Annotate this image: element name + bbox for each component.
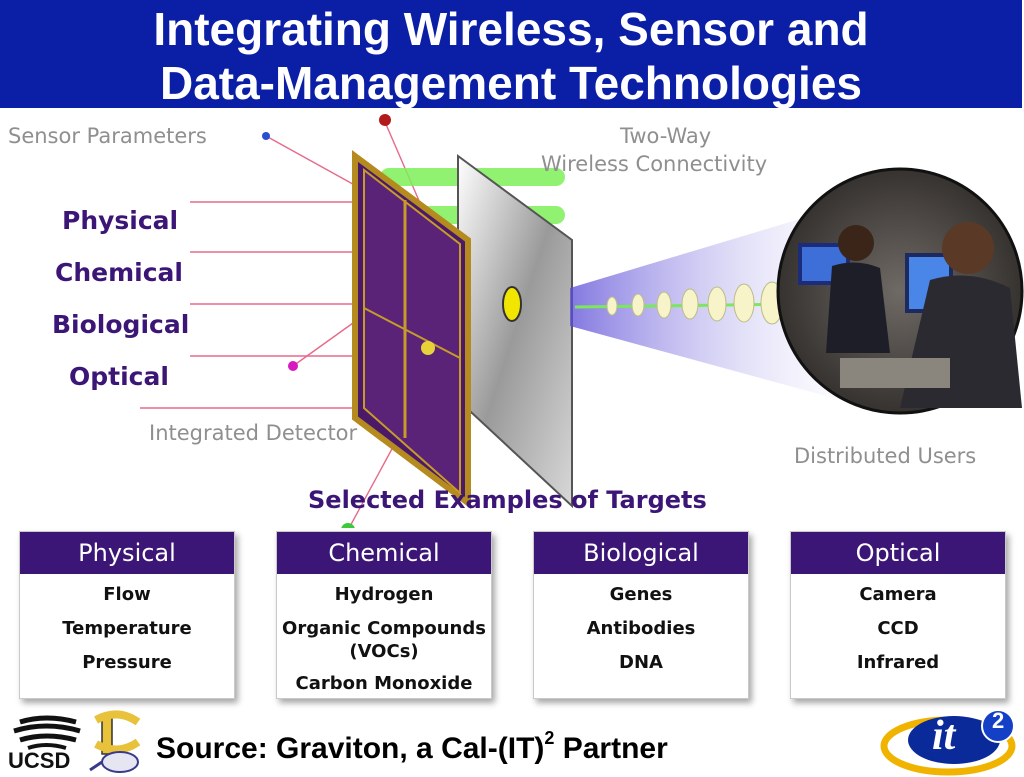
- sensor-parameters-label: Sensor Parameters: [8, 124, 207, 148]
- target-item: CCD: [877, 618, 919, 639]
- target-card-physical: Physical Flow Temperature Pressure: [19, 531, 235, 699]
- slide-title: Integrating Wireless, Sensor and Data-Ma…: [0, 0, 1022, 109]
- source-text: Source: Graviton, a Cal-(IT): [156, 732, 545, 765]
- target-card-biological: Biological Genes Antibodies DNA: [533, 531, 749, 699]
- target-item-list: Flow Temperature Pressure: [20, 574, 234, 680]
- blue-marker-dot: [262, 132, 270, 140]
- target-item: Infrared: [856, 652, 940, 673]
- slide-title-line-2: Data-Management Technologies: [159, 57, 863, 109]
- parameter-biological: Biological: [52, 310, 190, 339]
- red-marker-dot: [379, 114, 391, 126]
- target-card-title: Biological: [534, 532, 748, 574]
- integrated-detector-label: Integrated Detector: [149, 421, 358, 445]
- source-superscript: 2: [544, 728, 555, 748]
- target-item-list: Camera CCD Infrared: [791, 574, 1005, 680]
- target-item-list: Hydrogen Organic Compounds (VOCs) Carbon…: [277, 574, 491, 701]
- distributed-users-photo: [776, 167, 1024, 415]
- target-item-list: Genes Antibodies DNA: [534, 574, 748, 680]
- sensor-diagram: Sensor Parameters Two-Way Wireless Conne…: [0, 108, 1024, 528]
- target-card-title: Optical: [791, 532, 1005, 574]
- target-card-optical: Optical Camera CCD Infrared: [790, 531, 1006, 699]
- magenta-marker-dot: [288, 361, 298, 371]
- source-tail: Partner: [554, 732, 668, 765]
- distributed-users-label: Distributed Users: [794, 444, 977, 468]
- uci-logo: [88, 710, 146, 776]
- parameter-optical: Optical: [69, 362, 169, 391]
- target-item: Genes: [609, 584, 673, 605]
- target-item: Camera: [859, 584, 937, 605]
- two-way-label-line-1: Two-Way: [620, 124, 712, 148]
- two-way-label-line-2: Wireless Connectivity: [541, 152, 768, 176]
- sensor-illustration: [140, 114, 1024, 528]
- ucsd-logo-text: UCSD: [8, 748, 71, 773]
- it2-logo: it 2: [880, 706, 1020, 776]
- target-card-title: Physical: [20, 532, 234, 574]
- target-item: Temperature: [62, 618, 192, 639]
- it2-swoosh-icon: [880, 709, 1016, 776]
- ucsd-wave-icon: [13, 715, 81, 750]
- it2-logo-text: it: [932, 713, 956, 759]
- target-item: Hydrogen: [334, 584, 434, 605]
- target-item: Antibodies: [586, 618, 696, 639]
- target-item: Pressure: [82, 652, 172, 673]
- target-item: Carbon Monoxide: [295, 673, 473, 694]
- target-card-title: Chemical: [277, 532, 491, 574]
- parameter-physical: Physical: [62, 206, 179, 235]
- green-marker-dot: [341, 523, 355, 528]
- integrated-detector-chip: [352, 150, 471, 510]
- target-item: Organic Compounds (VOCs): [282, 618, 486, 662]
- target-card-chemical: Chemical Hydrogen Organic Compounds (VOC…: [276, 531, 492, 699]
- it2-logo-sup: 2: [992, 708, 1005, 733]
- parameter-chemical: Chemical: [55, 258, 183, 287]
- ucsd-logo: UCSD: [6, 712, 84, 774]
- target-item: DNA: [619, 652, 663, 673]
- anteater-emblem-icon: [89, 710, 141, 773]
- targets-title: Selected Examples of Targets: [308, 486, 707, 514]
- slide-title-line-1: Integrating Wireless, Sensor and: [153, 3, 869, 55]
- source-credit: Source: Graviton, a Cal-(IT)2 Partner: [156, 728, 668, 766]
- target-item: Flow: [103, 584, 151, 605]
